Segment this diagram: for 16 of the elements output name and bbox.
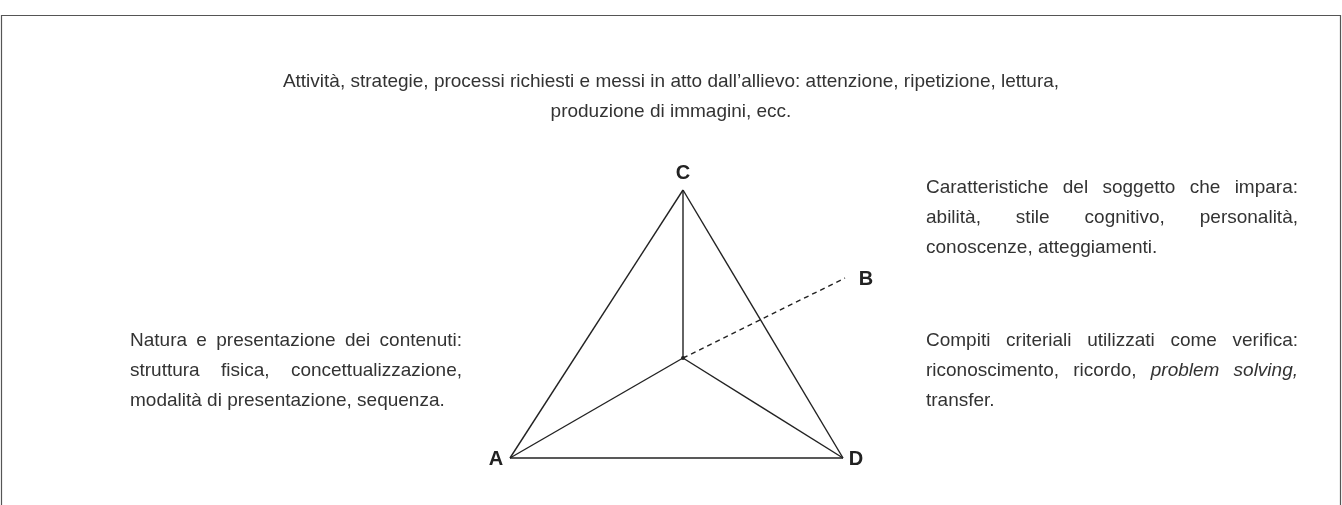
note-text: Caratteristiche del soggetto che impara: abilità, stile cognitivo, personalità, conoscenze, atteggiamenti.: [926, 175, 1298, 259]
dashed-edge-line: [682, 277, 846, 359]
note-text: Attività, strategie, processi richiesti e messi in atto dall’allievo: attenzione, ripetizione, lettura, produzione di immagini, ecc.: [281, 69, 1061, 123]
vertex-letter: C: [673, 160, 693, 184]
edge-line: [509, 357, 684, 459]
edge-line: [682, 189, 684, 359]
edge-line: [682, 357, 844, 459]
note-text: Natura e presentazione dei contenuti: struttura fisica, concettualizzazione, modalità di presentazione, sequenza.: [130, 328, 462, 412]
note-text: Compiti criteriali utilizzati come verifica: riconoscimento, ricordo, problem solving, transfer.: [926, 328, 1298, 412]
vertex-letter: A: [486, 446, 506, 470]
edge-line: [509, 457, 844, 459]
junction-point: [681, 356, 685, 360]
vertex-letter: D: [846, 446, 866, 470]
edge-line: [509, 189, 684, 459]
edge-line: [682, 189, 844, 459]
vertex-letter: B: [856, 266, 876, 290]
